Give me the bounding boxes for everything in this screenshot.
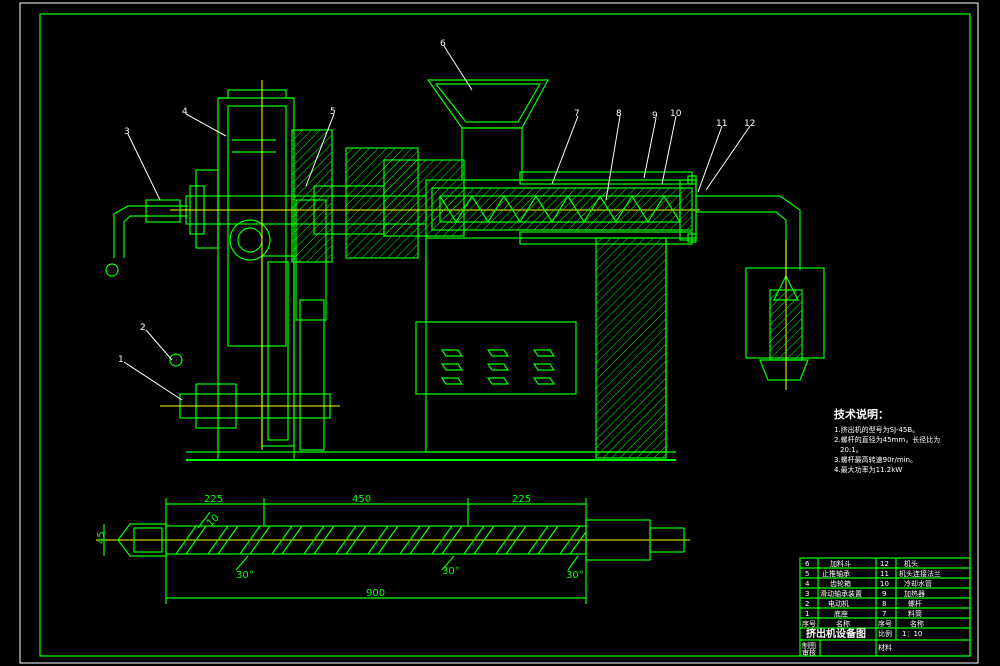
table-cell: 10 xyxy=(880,580,889,588)
part-label-4: 4 xyxy=(182,107,188,117)
parts-table-row: 4 齿轮箱 10 冷却水管 xyxy=(805,579,932,588)
drive-shaft xyxy=(170,80,700,450)
table-cell: 螺杆 xyxy=(908,599,922,608)
table-cell: 加料斗 xyxy=(830,559,851,568)
table-cell: 止推轴承 xyxy=(822,569,850,578)
checked-by-label: 审核 xyxy=(802,648,816,657)
part-label-11: 11 xyxy=(716,119,727,129)
parts-table-row: 1 底座 7 料筒 xyxy=(805,609,922,618)
table-cell: 料筒 xyxy=(908,609,922,618)
table-cell: 5 xyxy=(805,570,809,578)
table-cell: 滑动轴承装置 xyxy=(820,589,862,598)
machine-base xyxy=(186,237,676,461)
title-block xyxy=(799,557,971,657)
dim-diameter: 45 xyxy=(96,531,107,544)
table-cell: 齿轮箱 xyxy=(830,579,851,588)
dim-angle: 30° xyxy=(442,566,460,577)
table-cell: 4 xyxy=(805,580,810,588)
part-label-12: 12 xyxy=(744,119,755,129)
table-cell: 电动机 xyxy=(828,599,849,608)
table-cell: 11 xyxy=(880,570,889,578)
parts-table-row: 3 滑动轴承装置 9 加热器 xyxy=(805,589,925,598)
dim-angle: 30° xyxy=(236,570,254,581)
table-cell: 2 xyxy=(805,600,809,608)
part-label-7: 7 xyxy=(574,109,580,119)
table-cell: 3 xyxy=(805,590,809,598)
leader-lines xyxy=(123,45,751,401)
tech-note-line: 2.螺杆的直径为45mm，长径比为 xyxy=(834,435,940,444)
tech-notes-heading: 技术说明： xyxy=(834,407,889,421)
part-label-10: 10 xyxy=(670,109,682,119)
technical-notes: 技术说明： 1.挤出机的型号为SJ-45B。 2.螺杆的直径为45mm，长径比为… xyxy=(834,407,940,474)
table-cell: 机头连接法兰 xyxy=(899,569,941,578)
table-cell: 1 xyxy=(805,610,809,618)
dim-top-225-right: 225 xyxy=(512,494,531,505)
parts-table-row: 5 止推轴承 11 机头连接法兰 xyxy=(805,569,941,578)
table-header-cell: 名称 xyxy=(910,619,924,628)
tech-note-line: 3.螺杆最高转速90r/min。 xyxy=(834,455,917,464)
table-cell: 机头 xyxy=(904,559,918,568)
part-label-6: 6 xyxy=(440,39,446,49)
table-cell: 8 xyxy=(882,600,886,608)
dim-top-225-left: 225 xyxy=(204,494,223,505)
table-header-cell: 序号 xyxy=(878,619,892,628)
part-label-8: 8 xyxy=(616,109,622,119)
drawing-title: 挤出机设备图 xyxy=(806,627,866,640)
table-cell: 12 xyxy=(880,560,889,568)
table-cell: 9 xyxy=(882,590,886,598)
table-cell: 加热器 xyxy=(904,589,925,598)
dim-overall-900: 900 xyxy=(366,588,385,599)
dim-angle: 30° xyxy=(566,570,584,581)
tech-note-line: 4.最大功率为11.2kW xyxy=(834,465,902,474)
table-cell: 底座 xyxy=(834,609,848,618)
part-label-1: 1 xyxy=(118,355,124,365)
scale-label: 比例 xyxy=(878,629,892,638)
parts-table-row: 6 加料斗 12 机头 xyxy=(805,559,918,568)
material-label: 材料 xyxy=(878,643,892,652)
table-header-cell: 序号 xyxy=(802,619,816,628)
inlet-pipe xyxy=(105,199,188,277)
inner-frame xyxy=(39,13,971,657)
drawn-by-label: 制图 xyxy=(802,641,816,650)
dim-top-450: 450 xyxy=(352,494,371,505)
part-label-2: 2 xyxy=(140,323,146,333)
outer-frame xyxy=(19,2,979,664)
motor xyxy=(160,353,340,429)
scale-value: 1：10 xyxy=(902,630,922,638)
table-cell: 6 xyxy=(805,560,810,568)
tech-note-line: 20:1。 xyxy=(840,446,863,454)
table-cell: 7 xyxy=(882,610,886,618)
part-label-9: 9 xyxy=(652,111,658,121)
gearbox-housing xyxy=(189,89,333,461)
part-label-3: 3 xyxy=(124,127,130,137)
tech-note-line: 1.挤出机的型号为SJ-45B。 xyxy=(834,425,919,434)
barrel-and-screw xyxy=(425,171,697,245)
table-cell: 冷却水管 xyxy=(904,579,932,588)
screw-detail-view xyxy=(96,498,690,604)
table-header-cell: 名称 xyxy=(836,619,850,628)
extruder-head xyxy=(696,195,825,390)
parts-table-row: 2 电动机 8 螺杆 xyxy=(805,599,922,608)
parts-table-header: 序号 名称 序号 名称 xyxy=(802,619,924,628)
part-label-5: 5 xyxy=(330,107,336,117)
